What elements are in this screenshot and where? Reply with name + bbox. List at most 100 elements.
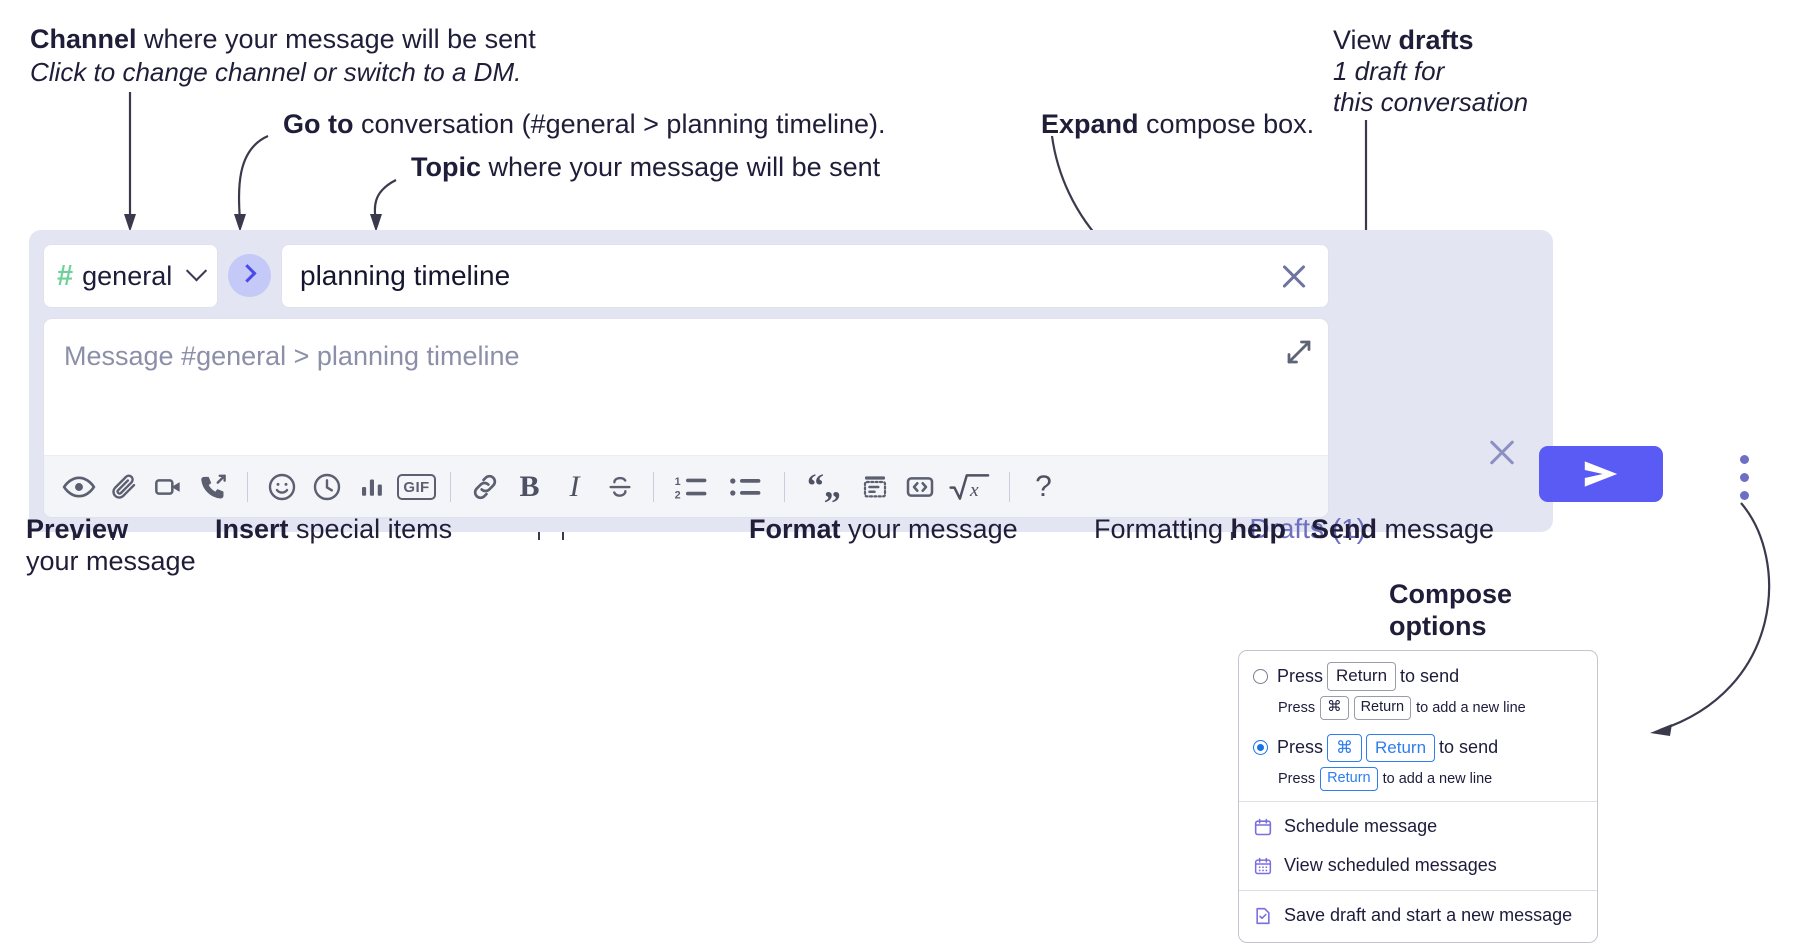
annotation-format: Format your message (749, 512, 1018, 547)
strikethrough-icon[interactable] (597, 464, 642, 510)
bold-glyph: B (519, 469, 540, 503)
compose-header-row: # general planning timeline (43, 244, 1329, 308)
close-icon[interactable] (1484, 435, 1520, 471)
menu-item-save-draft[interactable]: Save draft and start a new message (1239, 896, 1597, 935)
send-paper-plane-icon (1584, 461, 1618, 487)
italic-icon[interactable]: I (552, 464, 597, 510)
annotation-send-bold: Send (1311, 514, 1378, 544)
send-option-2-row: Press ⌘ Return to send (1253, 733, 1583, 763)
annotation-topic: Topic where your message will be sent (411, 150, 880, 185)
annotation-topic-rest: where your message will be sent (481, 152, 881, 182)
more-vertical-dot (1739, 455, 1749, 464)
topic-input[interactable]: planning timeline (281, 244, 1329, 308)
option-text: to send (1400, 665, 1460, 686)
annotation-compose-options-1: Compose (1389, 579, 1513, 609)
send-option-1-main: Press Return to send (1277, 662, 1459, 691)
menu-item-label: View scheduled messages (1284, 855, 1497, 875)
annotation-format-rest: your message (840, 514, 1018, 544)
annotation-channel: Channel where your message will be sent (30, 22, 536, 57)
code-block-icon[interactable] (852, 464, 897, 510)
channel-name-label: general (82, 260, 173, 291)
paperclip-icon[interactable] (101, 464, 146, 510)
menu-divider (1239, 801, 1597, 802)
toolbar-divider (1009, 471, 1010, 502)
menu-item-view-scheduled-messages[interactable]: View scheduled messages (1239, 846, 1597, 885)
chevron-right-icon (238, 264, 257, 283)
quote-icon[interactable]: “„ (796, 464, 852, 510)
menu-item-schedule-message[interactable]: Schedule message (1239, 807, 1597, 846)
compose-panel: # general planning timeline Message #gen… (29, 230, 1553, 544)
annotation-expand-rest: compose box. (1138, 109, 1315, 139)
annotation-help-bold: help (1230, 514, 1287, 544)
kbd-key: Return (1366, 733, 1436, 763)
send-option-2[interactable]: Press ⌘ Return to send Press Return to a… (1253, 733, 1583, 791)
send-option-1-sub: Press ⌘ Return to add a new line (1278, 695, 1583, 720)
emoji-smiley-icon[interactable] (259, 464, 304, 510)
annotation-preview: Preview (26, 512, 128, 547)
kbd-key: Return (1353, 695, 1412, 720)
video-clip-icon[interactable] (146, 464, 191, 510)
schedule-group: Schedule message View scheduled messages (1239, 802, 1597, 890)
annotation-preview-line2: your message (26, 546, 196, 576)
toolbar-divider (450, 471, 451, 502)
annotation-drafts-bold: drafts (1398, 25, 1474, 55)
quote-glyph: “„ (807, 467, 841, 505)
radio-button-unselected[interactable] (1253, 668, 1268, 684)
message-editor[interactable]: Message #general > planning timeline (43, 318, 1329, 518)
annotation-goto-bold: Go to (283, 109, 354, 139)
toolbar-divider (247, 471, 248, 502)
phone-forward-icon[interactable] (191, 464, 236, 510)
send-option-1[interactable]: Press Return to send Press ⌘ Return to a… (1253, 662, 1583, 720)
option-text: Press (1277, 665, 1324, 686)
chevron-down-icon (185, 259, 208, 281)
document-check-icon (1253, 906, 1273, 926)
goto-conversation-button[interactable] (228, 254, 271, 297)
annotation-help-lead: Formatting (1094, 514, 1231, 544)
send-option-2-sub: Press Return to add a new line (1278, 767, 1583, 791)
radio-button-selected[interactable] (1253, 740, 1268, 756)
expand-diagonal-icon[interactable] (1284, 337, 1314, 367)
bar-chart-icon[interactable] (349, 464, 394, 510)
math-sqrt-icon[interactable]: x (942, 464, 998, 510)
more-vertical-dot (1739, 473, 1749, 482)
annotation-expand: Expand compose box. (1041, 107, 1314, 142)
more-vertical-dot (1739, 491, 1749, 500)
toolbar-divider (653, 471, 654, 502)
link-icon[interactable] (462, 464, 507, 510)
annotation-channel-bold: Channel (30, 24, 137, 54)
annotation-goto: Go to conversation (#general > planning … (283, 107, 886, 142)
code-inline-icon[interactable] (897, 464, 942, 510)
annotation-compose-options-2: options (1389, 611, 1487, 641)
calendar-icon (1253, 817, 1273, 837)
annotation-insert-rest: special items (288, 514, 453, 544)
preview-button[interactable] (56, 464, 101, 510)
svg-text:1: 1 (675, 476, 681, 488)
annotation-goto-rest: conversation (#general > planning timeli… (353, 109, 886, 139)
annotation-channel-rest: where your message will be sent (136, 24, 536, 54)
gif-icon[interactable]: GIF (394, 464, 439, 510)
formatting-toolbar: GIF B I (44, 455, 1328, 517)
question-mark-glyph: ? (1035, 469, 1052, 503)
send-button[interactable] (1539, 446, 1663, 502)
drafts-link[interactable]: Drafts (1) (1249, 513, 1366, 544)
send-option-group: Press Return to send Press ⌘ Return to a… (1239, 651, 1597, 801)
topic-value: planning timeline (300, 260, 511, 291)
svg-text:2: 2 (675, 489, 681, 501)
annotation-drafts-italic2: this conversation (1333, 87, 1529, 117)
option-text: Press (1278, 771, 1316, 788)
annotation-preview-bold: Preview (26, 514, 129, 544)
annotation-drafts-lead: View (1333, 25, 1399, 55)
option-text: Press (1278, 699, 1316, 716)
compose-options-button[interactable] (1730, 455, 1758, 500)
hash-icon: # (57, 259, 74, 292)
bulleted-list-icon[interactable] (719, 464, 773, 510)
question-mark-icon[interactable]: ? (1021, 464, 1066, 510)
kbd-key: ⌘ (1327, 733, 1363, 763)
close-icon[interactable] (1276, 258, 1312, 294)
channel-picker[interactable]: # general (43, 244, 218, 308)
annotation-help: Formatting help (1094, 512, 1286, 547)
clock-icon[interactable] (304, 464, 349, 510)
bold-icon[interactable]: B (507, 464, 552, 510)
